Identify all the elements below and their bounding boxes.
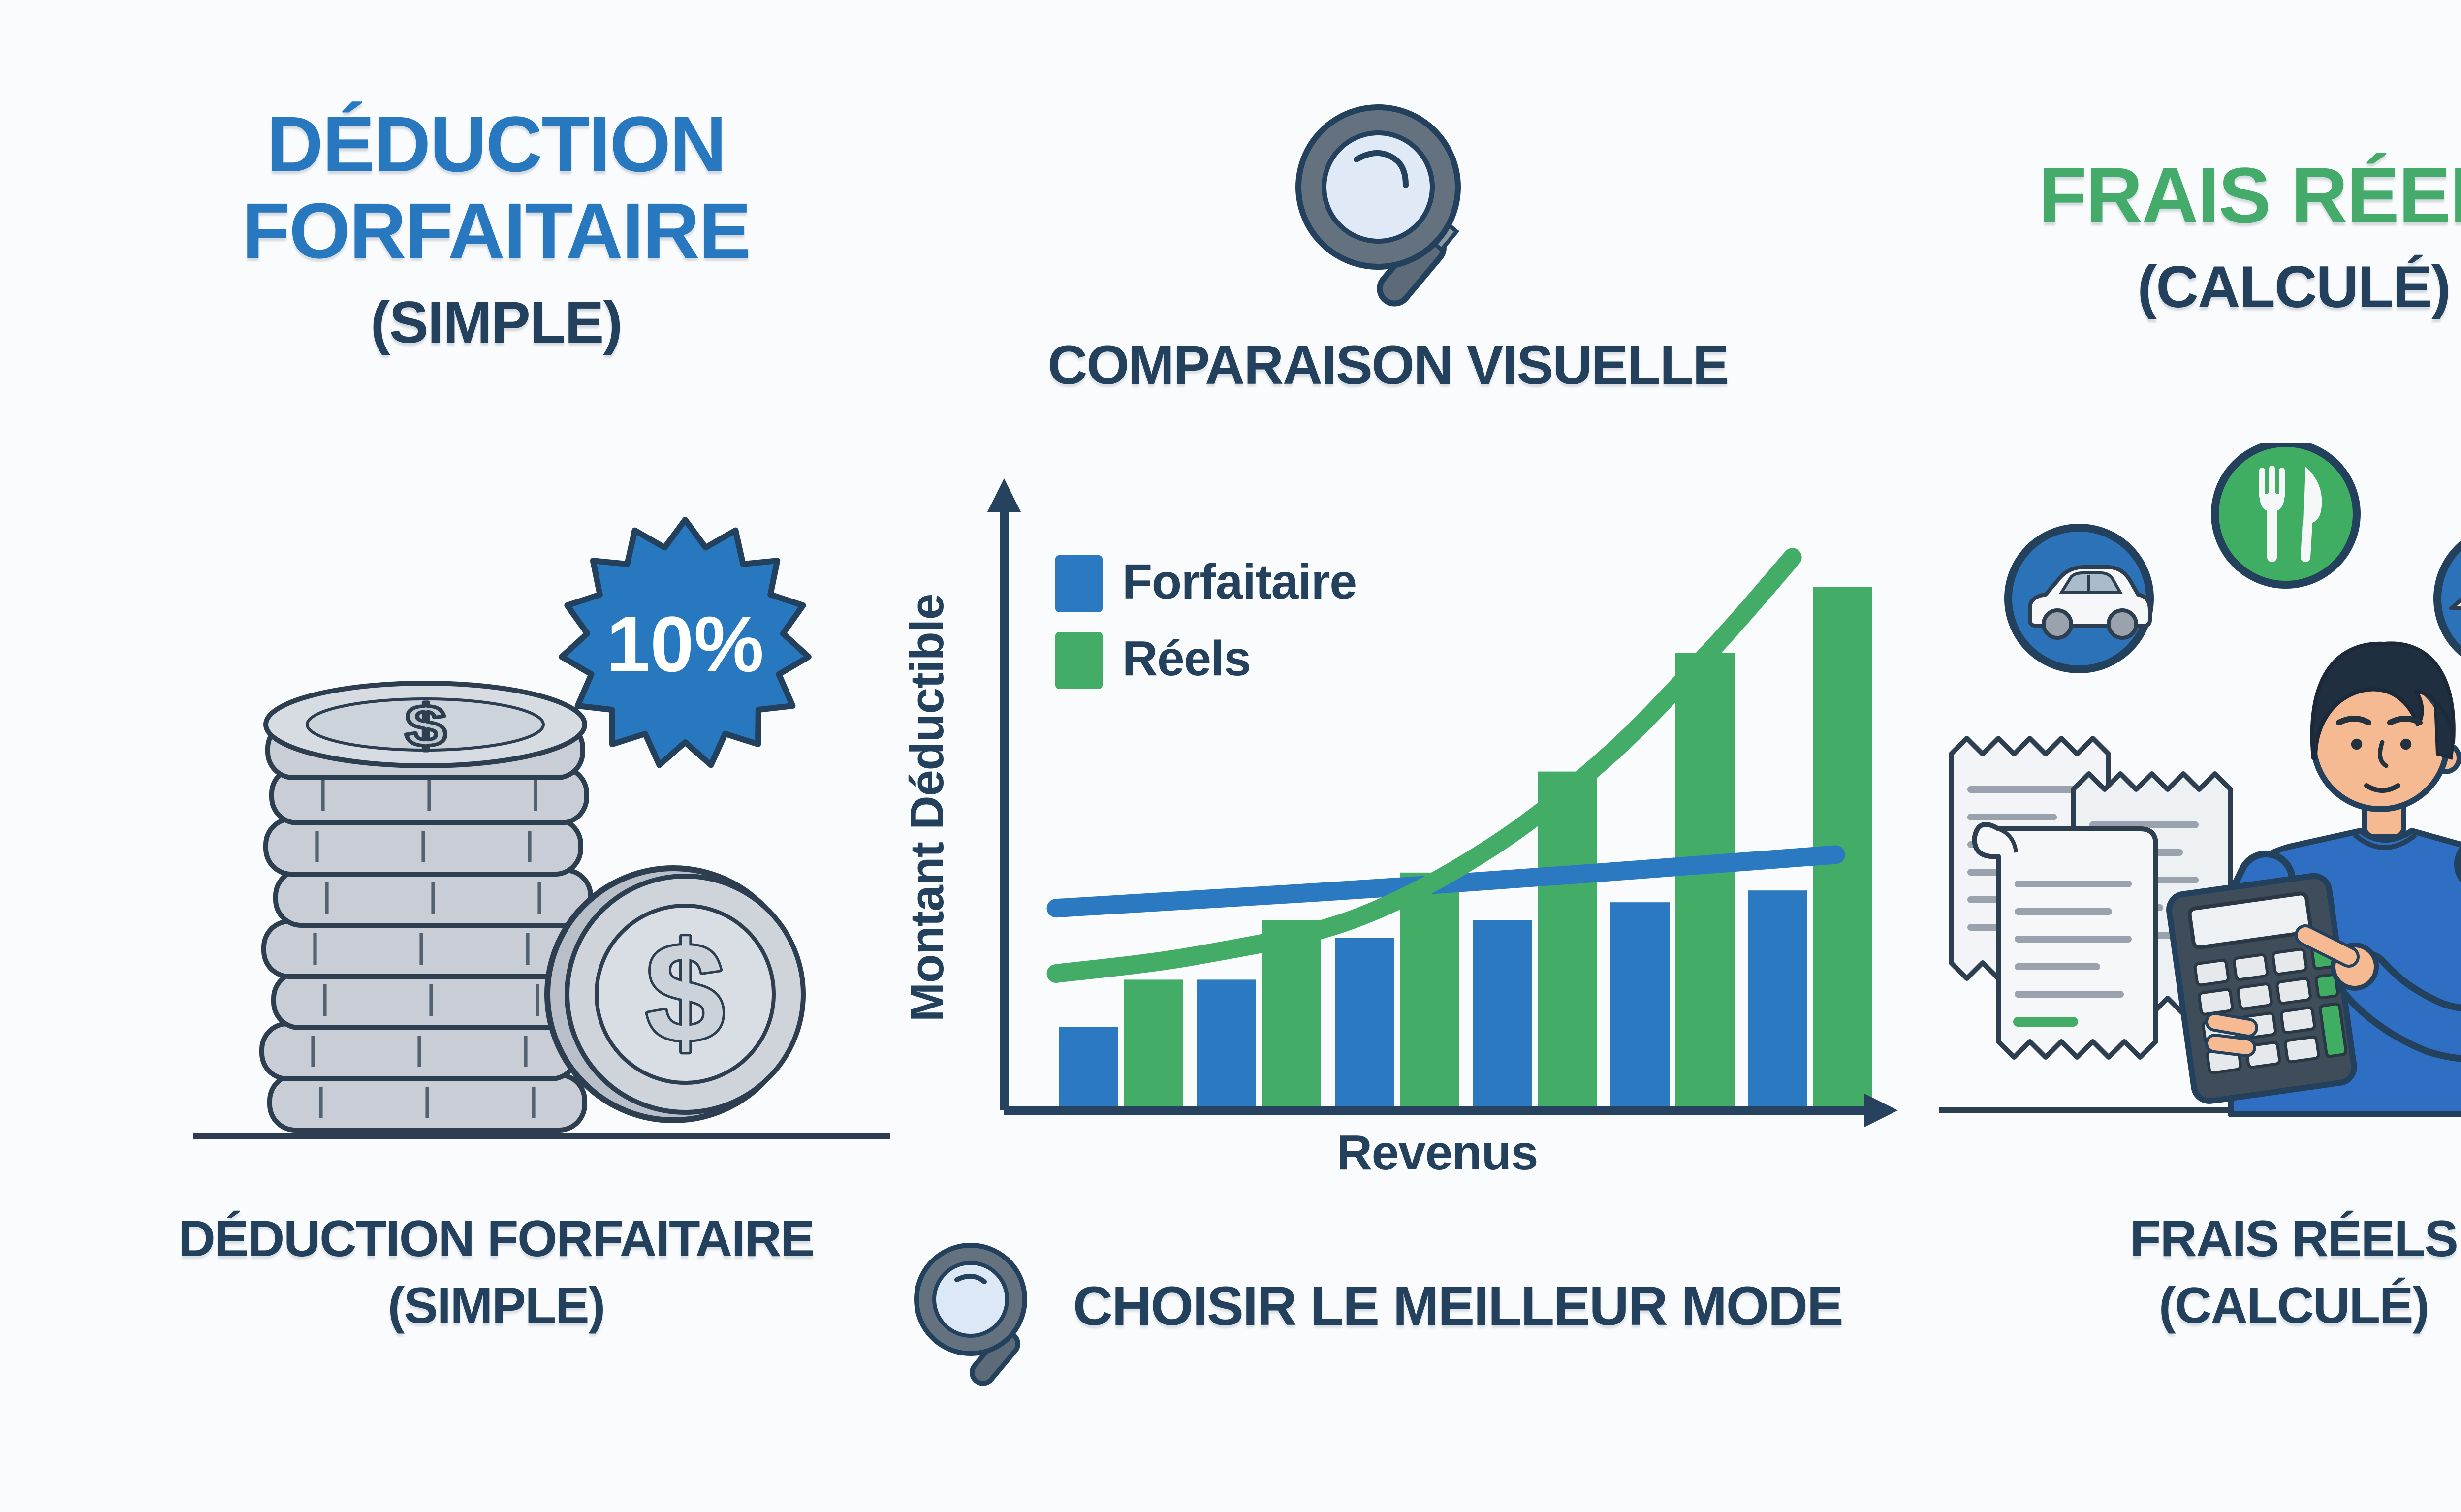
right-panel-header: FRAIS RÉELS (CALCULÉ)	[1910, 154, 2461, 323]
bar-réels-5	[1675, 653, 1735, 1110]
calculator-icon	[2166, 873, 2357, 1104]
left-title-line1: DÉDUCTION	[266, 102, 726, 189]
left-caption: DÉDUCTION FORFAITAIRE (SIMPLE)	[112, 1205, 880, 1339]
right-caption: FRAIS RÉELS (CALCULÉ)	[1910, 1205, 2461, 1339]
car-icon	[2004, 524, 2154, 673]
right-caption-line1: FRAIS RÉELS	[2130, 1209, 2459, 1268]
legend-label-forfaitaire: Forfaitaire	[1122, 555, 1357, 610]
left-caption-line1: DÉDUCTION FORFAITAIRE	[178, 1209, 815, 1268]
bar-forfaitaire-5	[1610, 902, 1670, 1110]
receipt-front	[1972, 822, 2158, 1060]
bar-réels-2	[1262, 920, 1321, 1110]
receipts-icon	[1949, 736, 2233, 1060]
bar-réels-1	[1124, 979, 1183, 1110]
magnifier-icon	[1295, 104, 1461, 307]
left-title-line2: FORFAITAIRE	[242, 189, 752, 276]
x-axis-label: Revenus	[1336, 1126, 1539, 1181]
ten-percent-badge: 10%	[559, 517, 812, 768]
left-subtitle: (SIMPLE)	[370, 291, 623, 356]
upright-coin-icon: $	[544, 865, 806, 1123]
house-icon	[2433, 540, 2461, 657]
legend-swatch-forfaitaire	[1055, 555, 1103, 612]
left-panel-header: DÉDUCTION FORFAITAIRE (SIMPLE)	[112, 102, 880, 358]
frais-reels-illustration	[1939, 443, 2461, 1117]
bar-réels-3	[1400, 872, 1459, 1110]
upright-coin-dollar-glyph: $	[646, 914, 725, 1072]
magnifier-small-icon	[914, 1243, 1027, 1386]
comparison-chart	[987, 478, 1898, 1127]
coin-stack-illustration: $ $ 10%	[193, 517, 890, 1139]
right-subtitle: (CALCULÉ)	[2137, 256, 2451, 321]
head	[2310, 641, 2461, 812]
bar-forfaitaire-4	[1473, 920, 1532, 1110]
right-caption-line2: (CALCULÉ)	[2158, 1276, 2429, 1335]
legend-label-reels: Réels	[1122, 632, 1251, 687]
coin-stack-icon: $ $	[259, 681, 806, 1133]
right-title: FRAIS RÉELS	[2039, 154, 2461, 240]
bar-réels-4	[1538, 771, 1597, 1110]
center-title: COMPARAISON VISUELLE	[1047, 335, 1730, 396]
bar-forfaitaire-2	[1197, 979, 1256, 1110]
x-axis-arrow	[1864, 1094, 1898, 1127]
bar-forfaitaire-6	[1748, 890, 1807, 1110]
calculator-screen	[2187, 891, 2313, 949]
collar	[2353, 833, 2418, 850]
chart-trend-lines	[1046, 548, 1845, 983]
pointing-finger	[2298, 927, 2357, 965]
meals-icon	[2211, 443, 2361, 589]
footer-text: CHOISIR LE MEILLEUR MODE	[1073, 1276, 1844, 1337]
bar-forfaitaire-1	[1059, 1027, 1118, 1110]
legend-swatch-reels	[1055, 632, 1103, 689]
trend-line-réels	[1046, 548, 1802, 983]
left-caption-line2: (SIMPLE)	[387, 1276, 605, 1335]
chart-bars	[1059, 587, 1872, 1110]
person-with-calculator	[2166, 641, 2461, 1117]
badge-label: 10%	[606, 600, 764, 688]
y-axis-arrow	[987, 478, 1021, 512]
y-axis-label: Montant Déductible	[902, 593, 955, 1021]
coin-top-dollar-glyph: $	[405, 693, 446, 758]
chart-axes	[987, 478, 1898, 1127]
bar-forfaitaire-3	[1335, 938, 1394, 1110]
